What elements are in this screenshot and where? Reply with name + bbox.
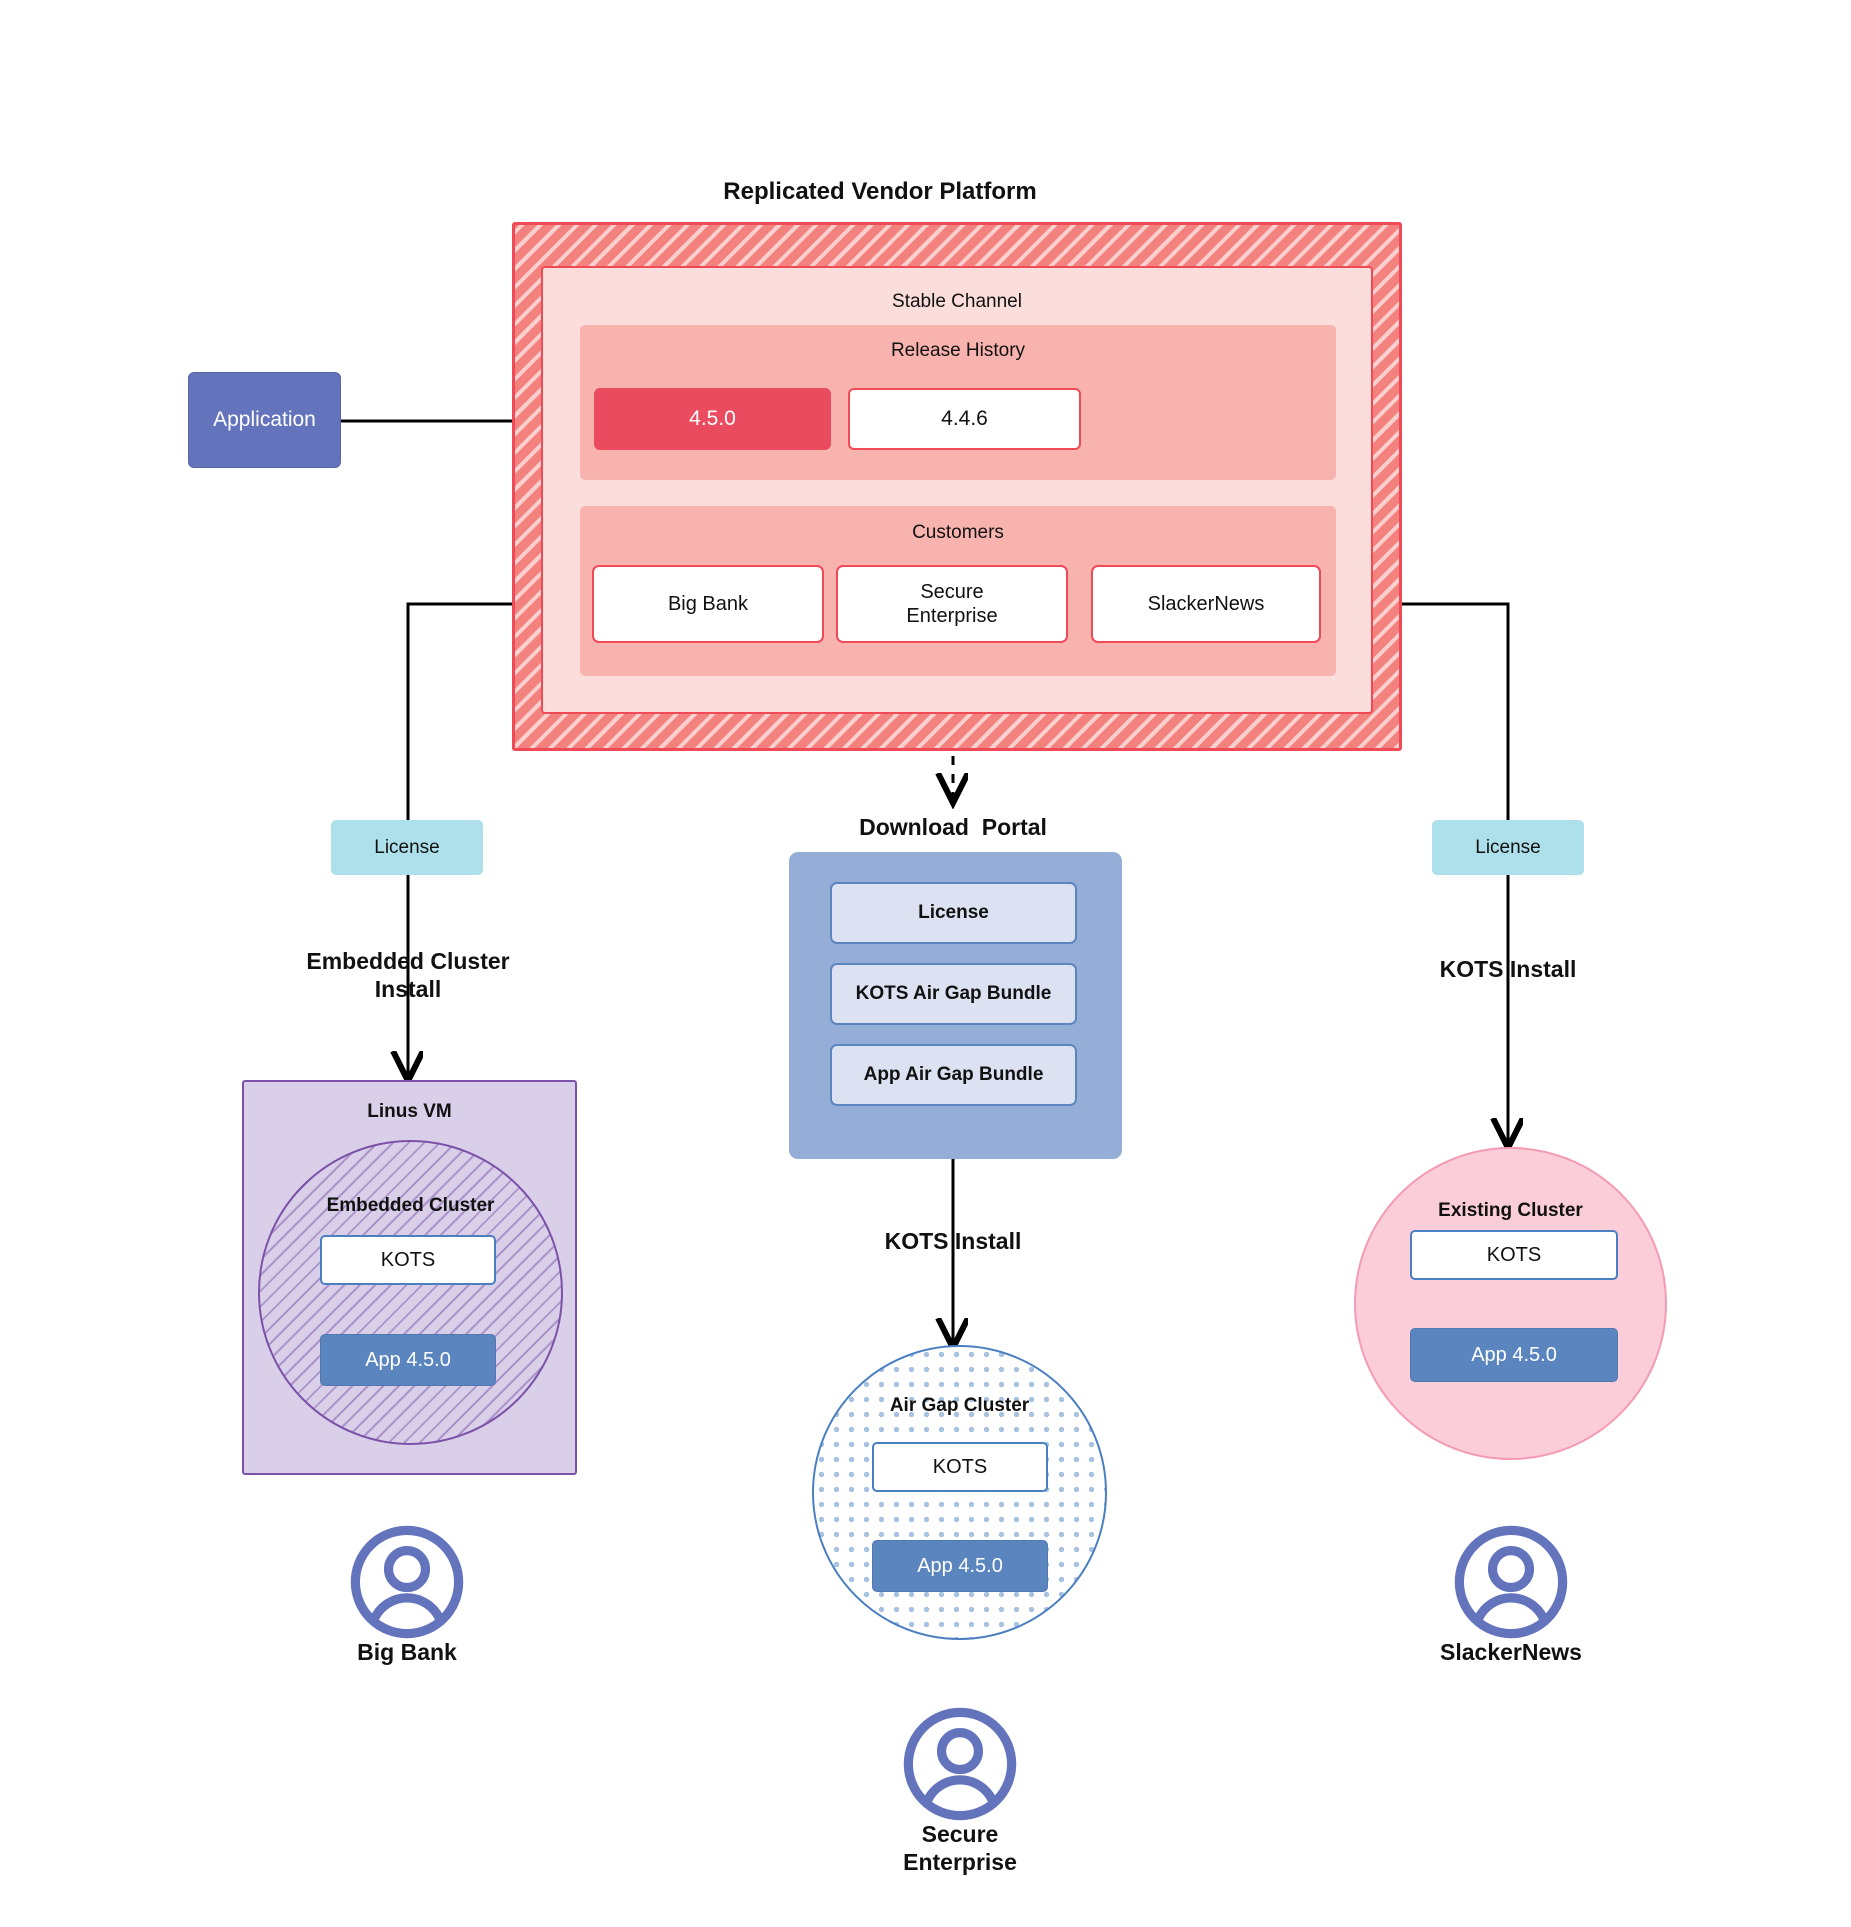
app-version-box-left[interactable]: App 4.5.0 <box>320 1334 496 1386</box>
avatar-secure-enterprise <box>901 1705 1019 1823</box>
avatar-slackernews <box>1452 1523 1570 1641</box>
release-box-current[interactable]: 4.5.0 <box>594 388 831 450</box>
app-version-box-right[interactable]: App 4.5.0 <box>1410 1328 1618 1382</box>
release-history-label: Release History <box>890 340 1026 362</box>
customer-box-slackernews[interactable]: SlackerNews <box>1091 565 1321 643</box>
kots-box-center[interactable]: KOTS <box>872 1442 1048 1492</box>
install-label-embedded-cluster: Embedded Cluster Install <box>306 947 510 1002</box>
portal-item-app-air-gap-bundle[interactable]: App Air Gap Bundle <box>830 1044 1077 1106</box>
customer-name-big-bank: Big Bank <box>357 1638 457 1665</box>
download-portal-title: Download Portal <box>859 813 1047 840</box>
air-gap-cluster-circle: Air Gap Cluster <box>812 1345 1107 1640</box>
embedded-cluster-circle: Embedded Cluster <box>258 1140 563 1445</box>
application-node[interactable]: Application <box>188 372 341 468</box>
install-label-kots-right: KOTS Install <box>1439 955 1577 982</box>
avatar-big-bank <box>348 1523 466 1641</box>
app-version-box-center[interactable]: App 4.5.0 <box>872 1540 1048 1592</box>
page-title: Replicated Vendor Platform <box>723 178 1037 206</box>
customer-box-secure-enterprise[interactable]: Secure Enterprise <box>836 565 1068 643</box>
install-label-kots-center: KOTS Install <box>884 1227 1022 1254</box>
kots-box-right[interactable]: KOTS <box>1410 1230 1618 1280</box>
air-gap-cluster-label: Air Gap Cluster <box>889 1395 1030 1417</box>
existing-cluster-circle: Existing Cluster <box>1354 1147 1667 1460</box>
embedded-cluster-label: Embedded Cluster <box>326 1195 495 1217</box>
customers-label: Customers <box>912 522 1004 544</box>
customer-name-secure-enterprise: Secure Enterprise <box>903 1820 1017 1875</box>
license-chip-right[interactable]: License <box>1432 820 1584 875</box>
linus-vm-label: Linus VM <box>367 1101 452 1123</box>
portal-item-license[interactable]: License <box>830 882 1077 944</box>
kots-box-left[interactable]: KOTS <box>320 1235 496 1285</box>
portal-item-kots-air-gap-bundle[interactable]: KOTS Air Gap Bundle <box>830 963 1077 1025</box>
customer-name-slackernews: SlackerNews <box>1440 1638 1582 1665</box>
stable-channel-label: Stable Channel <box>892 291 1022 313</box>
release-box-previous[interactable]: 4.4.6 <box>848 388 1081 450</box>
customer-box-big-bank[interactable]: Big Bank <box>592 565 824 643</box>
existing-cluster-label: Existing Cluster <box>1438 1200 1583 1222</box>
license-chip-left[interactable]: License <box>331 820 483 875</box>
